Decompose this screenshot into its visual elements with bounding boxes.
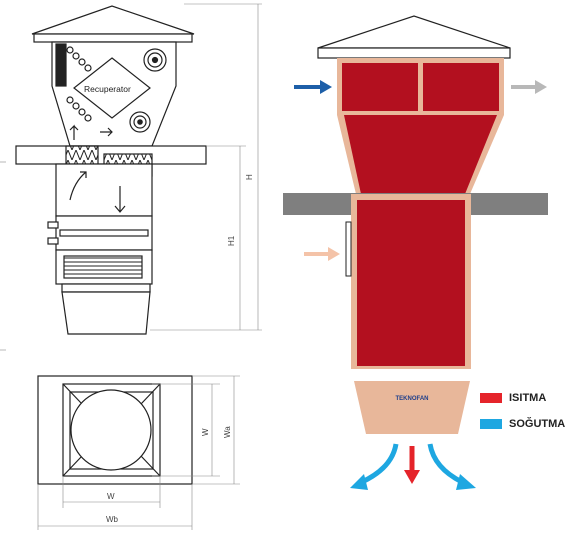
arrow-icon — [69, 171, 87, 201]
recuperator-label: Recuperator — [84, 84, 131, 94]
arrow-icon — [100, 127, 113, 137]
arrow-icon — [114, 186, 126, 213]
diffuser-band — [61, 283, 151, 293]
arrow-icon — [350, 443, 399, 490]
fan-icon — [143, 48, 167, 72]
unit-side-panel — [345, 221, 352, 277]
mixing-section — [55, 163, 153, 217]
arrow-icon — [69, 124, 79, 140]
diffuser-cone — [61, 291, 151, 335]
dim-label-wb: Wb — [106, 515, 119, 524]
legend-heating-label: ISITMA — [509, 392, 547, 404]
unit-top-left — [342, 63, 418, 111]
unit-top-right — [423, 63, 499, 111]
unit-main-inner — [357, 200, 465, 366]
roof-cap — [31, 5, 195, 35]
legend-cooling-label: SOĞUTMA — [509, 418, 566, 430]
fan-icon — [129, 111, 151, 133]
arrow-icon — [511, 80, 547, 94]
heat-exchanger-coil-icon — [66, 46, 92, 122]
dim-label-w-bottom: W — [107, 492, 115, 501]
unit-funnel-inner — [344, 115, 497, 194]
arrow-icon — [404, 446, 420, 484]
unit-roof-base — [317, 47, 511, 59]
brand-logo: TEKNOFAN — [396, 396, 429, 402]
colored-unit-view — [283, 15, 548, 490]
arrow-icon — [294, 80, 332, 94]
legend-heating-swatch — [480, 393, 502, 403]
dim-label-h1: H1 — [227, 235, 236, 246]
unit-roof — [317, 15, 511, 49]
roof-base — [33, 33, 193, 43]
pipe-connector — [47, 221, 59, 229]
arrow-icon — [427, 443, 476, 490]
technical-side-view — [0, 3, 262, 351]
coil-pipes — [59, 229, 149, 237]
plan-diffuser-circle — [70, 389, 152, 471]
legend-cooling: SOĞUTMA — [480, 418, 565, 430]
filter-mesh — [58, 46, 64, 84]
unit-diffuser — [354, 381, 470, 434]
legend-cooling-swatch — [480, 419, 502, 429]
heating-coil-fins — [63, 255, 143, 279]
arrow-icon — [304, 247, 340, 261]
pipe-connector — [47, 237, 59, 245]
recuperator-core — [73, 57, 151, 119]
dim-label-w-side: W — [201, 428, 210, 436]
legend-heating: ISITMA — [480, 392, 546, 404]
dim-label-h: H — [245, 174, 254, 180]
dim-label-wa: Wa — [223, 426, 232, 438]
technical-plan-view — [37, 375, 240, 530]
